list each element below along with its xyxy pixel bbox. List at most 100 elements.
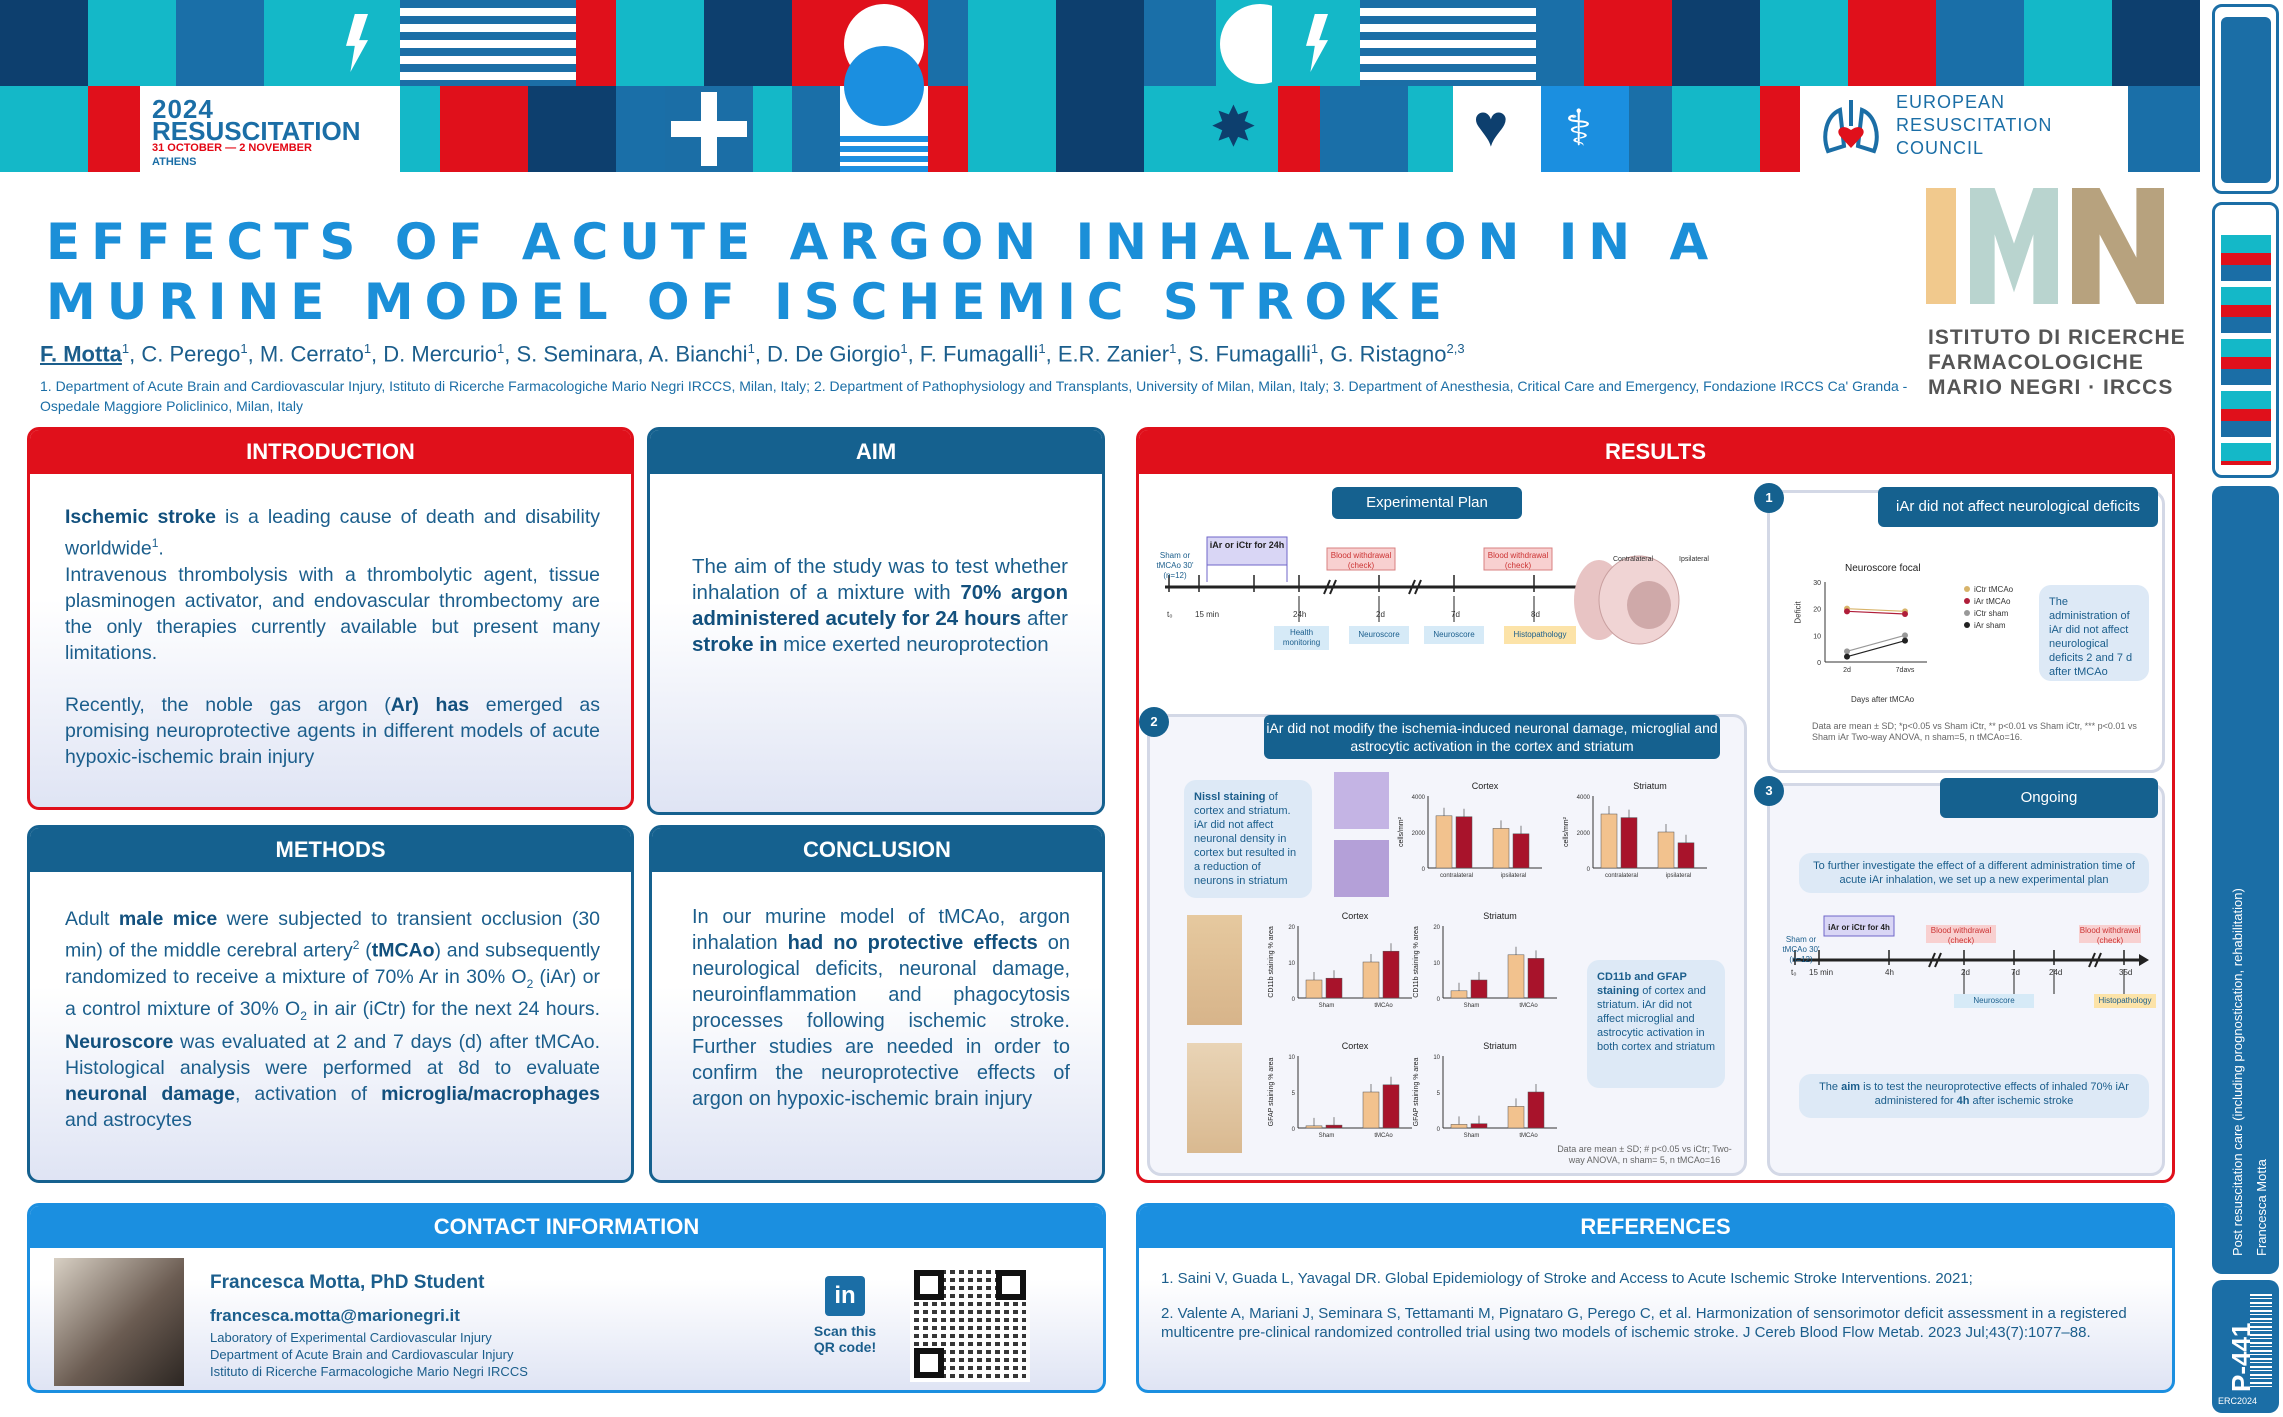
banner-stripes xyxy=(400,0,576,86)
series-line xyxy=(1846,640,1906,658)
plan-blood-2: Blood withdrawal (check) xyxy=(1487,551,1549,570)
y-tick-label: 0 xyxy=(1292,997,1296,1003)
banner-tile xyxy=(440,86,528,172)
medical-staff-icon: ⚕ xyxy=(1541,86,1629,172)
section-3-number: 3 xyxy=(1754,776,1784,806)
qr-code[interactable] xyxy=(910,1266,1030,1382)
author-name: D. Mercurio xyxy=(383,341,497,367)
bar xyxy=(1362,1091,1380,1129)
banner-tile xyxy=(1848,0,1936,86)
data-point xyxy=(1902,637,1908,644)
new-plan-blood-1: Blood withdrawal (check) xyxy=(1930,926,1992,945)
section-2-note-cd11b: CD11b and GFAP staining of cortex and st… xyxy=(1587,960,1725,1088)
y-tick-label: 0 xyxy=(1587,867,1591,873)
y-tick-label: 2000 xyxy=(1412,831,1426,837)
author-name: A. Bianchi xyxy=(648,341,748,367)
bar xyxy=(1620,817,1638,869)
data-point xyxy=(1902,611,1908,617)
x-tick-label: 7days xyxy=(1896,667,1915,672)
author-name: S. Fumagalli xyxy=(1188,341,1311,367)
x-tick-label: ipsilateral xyxy=(1501,873,1526,879)
new-plan-treatment: iAr or iCtr for 4h xyxy=(1828,923,1890,932)
lungs-heart-icon xyxy=(1823,100,1879,154)
bar xyxy=(1512,833,1530,869)
banner-tile xyxy=(1672,0,1760,86)
banner-tile xyxy=(2112,0,2200,86)
y-tick-label: 4000 xyxy=(1412,795,1426,801)
event-code: ERC2024 xyxy=(2218,1396,2258,1406)
x-tick-label: Sham xyxy=(1319,1133,1335,1139)
contact-email[interactable]: francesca.motta@marionegri.it xyxy=(210,1306,460,1325)
chart-title: Striatum xyxy=(1483,1041,1517,1051)
section-2-title: iAr did not modify the ischemia-induced … xyxy=(1264,715,1720,759)
cross-icon xyxy=(665,86,753,172)
y-tick-label: 0 xyxy=(1817,660,1821,667)
section-2-caption: Data are mean ± SD; # p<0.05 vs iCtr; Tw… xyxy=(1557,1144,1732,1165)
author-name: E.R. Zanier xyxy=(1057,341,1170,367)
series-line xyxy=(1846,608,1906,612)
bar xyxy=(1450,1124,1468,1129)
banner-tile xyxy=(704,0,792,86)
y-tick-label: 0 xyxy=(1422,867,1426,873)
section-1-title: iAr did not affect neurological deficits xyxy=(1878,487,2158,527)
section-1-number: 1 xyxy=(1754,483,1784,513)
legend-item: iAr sham xyxy=(1964,620,2013,632)
council-line1: EUROPEAN xyxy=(1896,92,2006,112)
plan-histopathology: Histopathology xyxy=(1513,630,1567,639)
introduction-text: Ischemic stroke is a leading cause of de… xyxy=(65,506,600,768)
bar xyxy=(1305,979,1323,999)
x-tick-label: Sham xyxy=(1464,1133,1480,1139)
bar xyxy=(1470,1123,1488,1129)
right-info-strip: Post resuscitation care (including progn… xyxy=(2208,0,2283,1417)
council-line3: COUNCIL xyxy=(1896,138,1985,158)
new-plan-2d: 2d xyxy=(1961,968,1970,977)
x-tick-label: tMCAo xyxy=(1374,1003,1393,1009)
plan-15min: 15 min xyxy=(1195,610,1220,619)
x-tick-label: 2d xyxy=(1843,667,1851,672)
banner-tile xyxy=(1760,0,1848,86)
plan-7d: 7d xyxy=(1451,610,1460,619)
new-plan-24d: 24d xyxy=(2049,968,2063,977)
neuroscore-chart-title: Neuroscore focal xyxy=(1845,563,1921,574)
new-plan-4h: 4h xyxy=(1885,968,1894,977)
conclusion-heading: CONCLUSION xyxy=(652,828,1102,872)
plan-8d: 8d xyxy=(1531,610,1540,619)
experimental-plan-diagram xyxy=(1165,536,1680,650)
banner-tile xyxy=(0,86,88,172)
linkedin-icon[interactable]: in xyxy=(825,1276,865,1316)
contact-name: Francesca Motta, PhD Student xyxy=(210,1272,485,1293)
legend-item: iAr tMCAo xyxy=(1964,596,2013,608)
presenter-photo xyxy=(54,1258,184,1386)
bar xyxy=(1507,1106,1525,1129)
new-plan-histopathology: Histopathology xyxy=(2098,996,2152,1005)
reference-1: 1. Saini V, Guada L, Yavagal DR. Global … xyxy=(1161,1270,1973,1287)
event-name: RESUSCITATION xyxy=(152,116,361,146)
aim-panel: AIM The aim of the study was to test whe… xyxy=(647,427,1105,815)
author-name: S. Seminara xyxy=(516,341,638,367)
poster-session-logo xyxy=(2212,4,2279,194)
plan-t0: t₀ xyxy=(1167,610,1173,619)
plan-neuroscore-1: Neuroscore xyxy=(1358,630,1400,639)
bar xyxy=(1657,831,1675,869)
nissl-contralateral-image xyxy=(1334,840,1389,897)
y-tick-label: 10 xyxy=(1433,961,1440,967)
bar xyxy=(1600,813,1618,869)
chart-title: Striatum xyxy=(1633,781,1667,791)
contact-lab: Laboratory of Experimental Cardiovascula… xyxy=(210,1330,492,1345)
plan-neuroscore-2: Neuroscore xyxy=(1433,630,1475,639)
bar xyxy=(1450,990,1468,999)
references-panel: REFERENCES 1. Saini V, Guada L, Yavagal … xyxy=(1136,1203,2175,1393)
bar xyxy=(1325,977,1343,999)
scan-qr-label: Scan this QR code! xyxy=(813,1323,877,1355)
bar xyxy=(1677,842,1695,869)
plan-group: Sham or tMCAo 30' (n=12) xyxy=(1156,551,1194,580)
banner-tile xyxy=(0,0,88,86)
data-point xyxy=(1844,648,1850,655)
section-3-text-2: The aim is to test the neuroprotective e… xyxy=(1799,1074,2149,1118)
plan-24h: 24h xyxy=(1293,610,1307,619)
lightning-icon xyxy=(1272,0,1360,86)
